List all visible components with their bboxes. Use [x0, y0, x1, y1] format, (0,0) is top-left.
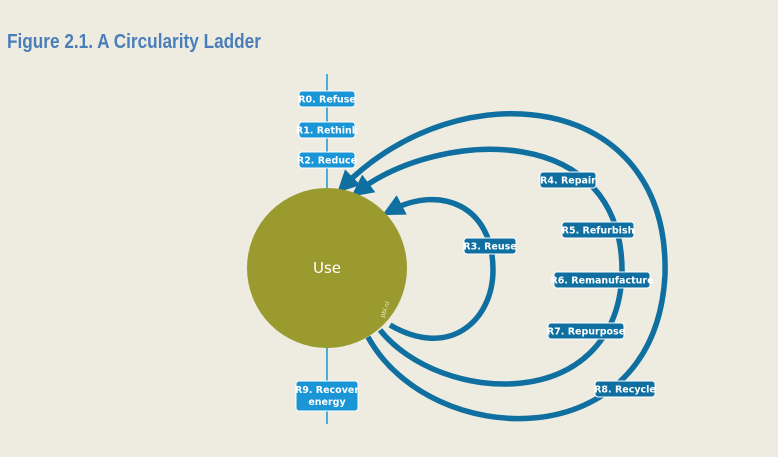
svg-text:R1. Rethink: R1. Rethink [296, 126, 359, 137]
label-r1-rethink: R1. Rethink [296, 121, 359, 139]
label-r4-repair: R4. Repair [539, 171, 597, 189]
label-r8-recycle: R8. Recycle [594, 380, 656, 398]
use-circle [247, 188, 407, 348]
loop-r3-reuse [382, 195, 496, 341]
loop-r8-recycle [337, 110, 668, 422]
svg-text:R5. Refurbish: R5. Refurbish [562, 226, 635, 237]
label-r7-repurpose: R7. Repurpose [547, 322, 625, 340]
svg-text:R8. Recycle: R8. Recycle [594, 385, 656, 396]
svg-text:R9. Recover: R9. Recover [295, 385, 359, 396]
label-r0-refuse: R0. Refuse [298, 90, 356, 108]
svg-text:R4. Repair: R4. Repair [540, 176, 596, 187]
svg-text:R7. Repurpose: R7. Repurpose [547, 327, 625, 338]
svg-text:R3. Reuse: R3. Reuse [463, 242, 516, 253]
label-r9-recover-energy: R9. Recover energy [295, 380, 359, 412]
label-r6-remanufacture: R6. Remanufacture [550, 271, 654, 289]
svg-text:energy: energy [308, 397, 346, 408]
label-r2-reduce: R2. Reduce [297, 151, 357, 169]
label-r3-reuse: R3. Reuse [463, 237, 517, 255]
use-label: Use [313, 259, 341, 277]
figure-title: Figure 2.1. A Circularity Ladder [7, 31, 261, 53]
svg-text:R6. Remanufacture: R6. Remanufacture [550, 276, 653, 287]
svg-text:R0. Refuse: R0. Refuse [298, 95, 356, 106]
svg-text:R2. Reduce: R2. Reduce [297, 156, 357, 167]
label-r5-refurbish: R5. Refurbish [561, 221, 635, 239]
